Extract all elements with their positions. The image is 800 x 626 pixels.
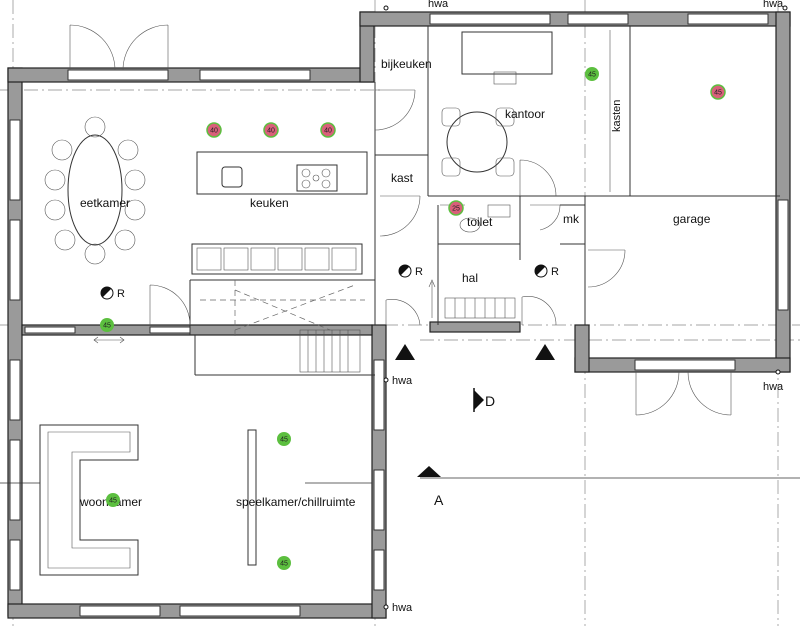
room-toilet: toilet — [467, 215, 493, 229]
badge-red: 25 — [448, 200, 464, 216]
badge-green: 45 — [277, 556, 291, 570]
section-label-d: D — [485, 393, 495, 409]
svg-text:45: 45 — [103, 323, 111, 330]
badge-green: 45 — [585, 67, 599, 81]
badge-green: 45 — [106, 493, 120, 507]
svg-text:25: 25 — [452, 206, 460, 213]
room-keuken: keuken — [250, 196, 289, 210]
hwa-label: hwa — [428, 0, 449, 10]
room-bijkeuken: bijkeuken — [381, 57, 432, 71]
room-kantoor: kantoor — [505, 107, 545, 121]
section-markers — [0, 344, 800, 484]
radiator-label: R — [551, 266, 559, 278]
room-hal: hal — [462, 271, 478, 285]
hwa-label: hwa — [392, 602, 413, 614]
hwa-labels: hwa hwa hwa hwa hwa — [383, 0, 788, 614]
coat-rack — [428, 204, 516, 319]
svg-text:45: 45 — [588, 72, 596, 79]
hwa-label: hwa — [763, 381, 784, 393]
badge-red: 45 — [710, 84, 726, 100]
radiator-label: R — [415, 266, 423, 278]
badge-green: 45 — [277, 432, 291, 446]
svg-text:45: 45 — [109, 498, 117, 505]
badge-green: 45 — [100, 318, 114, 332]
badge-red: 40 — [263, 122, 279, 138]
radiator-label: R — [117, 288, 125, 300]
exterior-walls — [7, 11, 791, 619]
svg-text:40: 40 — [210, 128, 218, 135]
hwa-label: hwa — [392, 375, 413, 387]
stair — [200, 280, 365, 373]
svg-text:45: 45 — [280, 561, 288, 568]
svg-text:40: 40 — [267, 128, 275, 135]
badge-red: 40 — [206, 122, 222, 138]
hwa-label: hwa — [763, 0, 784, 10]
svg-text:45: 45 — [714, 90, 722, 97]
arrow-marker — [93, 336, 125, 344]
dining-table — [44, 116, 146, 265]
windows — [9, 13, 789, 617]
kitchen-island — [191, 151, 368, 275]
sofa — [39, 424, 257, 576]
interior-walls — [189, 26, 780, 376]
room-eetkamer: eetkamer — [80, 196, 130, 210]
radiator-labels: R R R — [117, 266, 559, 300]
room-kast: kast — [391, 171, 414, 185]
badges: 45 45 40 40 40 25 45 45 — [100, 67, 726, 570]
room-speelkamer: speelkamer/chillruimte — [236, 495, 356, 509]
office-furniture — [441, 30, 611, 192]
section-label-a: A — [434, 492, 444, 508]
room-kasten: kasten — [611, 100, 623, 132]
badge-red: 40 — [320, 122, 336, 138]
svg-text:40: 40 — [324, 128, 332, 135]
radiator-symbols — [100, 264, 548, 300]
room-mk: mk — [563, 212, 580, 226]
room-garage: garage — [673, 212, 711, 226]
svg-text:45: 45 — [280, 437, 288, 444]
